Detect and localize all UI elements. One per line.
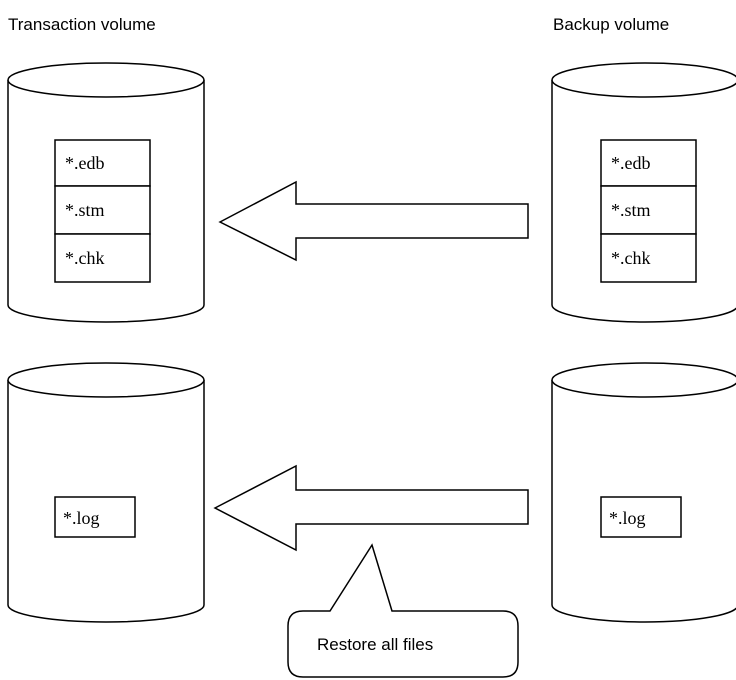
backup-file-list-top: *.edb *.stm *.chk — [600, 139, 697, 283]
file-item: *.edb — [600, 139, 697, 187]
file-label: *.stm — [65, 200, 105, 220]
transaction-file-list-bottom: *.log — [54, 496, 136, 538]
backup-file-list-bottom: *.log — [600, 496, 682, 538]
file-label: *.edb — [65, 153, 105, 173]
backup-volume-cylinder-bottom — [551, 362, 736, 623]
file-item: *.chk — [54, 233, 151, 283]
restore-arrow-top — [218, 180, 529, 262]
file-label: *.log — [609, 508, 646, 528]
file-label: *.edb — [611, 153, 651, 173]
callout-text: Restore all files — [317, 635, 433, 654]
file-label: *.stm — [611, 200, 651, 220]
file-item: *.stm — [54, 185, 151, 235]
file-label: *.log — [63, 508, 100, 528]
file-item: *.log — [600, 496, 682, 538]
backup-volume-header: Backup volume — [553, 15, 669, 34]
file-item: *.log — [54, 496, 136, 538]
restore-all-files-callout: Restore all files — [287, 543, 519, 678]
file-label: *.chk — [65, 248, 105, 268]
transaction-volume-header: Transaction volume — [8, 15, 156, 34]
file-item: *.stm — [600, 185, 697, 235]
transaction-file-list-top: *.edb *.stm *.chk — [54, 139, 151, 283]
file-item: *.chk — [600, 233, 697, 283]
transaction-volume-cylinder-bottom — [7, 362, 205, 623]
file-item: *.edb — [54, 139, 151, 187]
file-label: *.chk — [611, 248, 651, 268]
restore-arrow-bottom — [213, 464, 529, 552]
